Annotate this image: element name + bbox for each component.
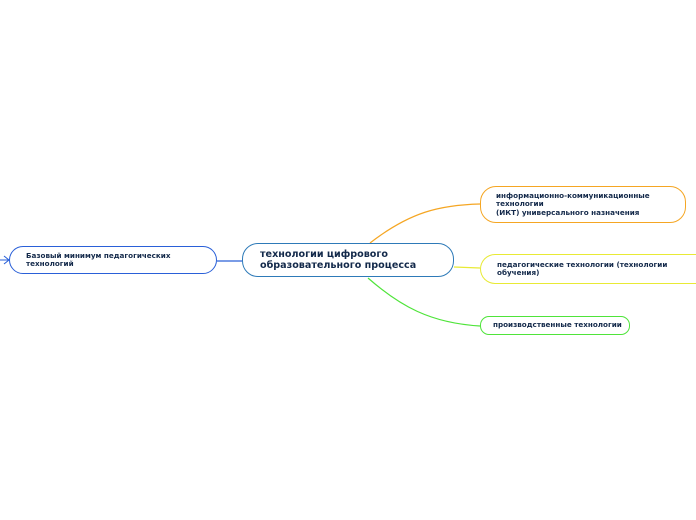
connector-ict <box>369 203 481 244</box>
topic-label-basic-minimum: Базовый минимум педагогических технологи… <box>26 250 171 268</box>
collapse-marker-icon[interactable] <box>0 255 10 265</box>
central-topic-node[interactable]: технологии цифрового образовательного пр… <box>242 243 454 277</box>
central-topic-label: технологии цифрового образовательного пр… <box>260 248 417 271</box>
topic-label-ict: информационно-коммуникационные технологи… <box>496 190 650 217</box>
topic-node-production-technologies[interactable]: производственные технологии <box>480 316 630 335</box>
topic-label-production-technologies: производственные технологии <box>493 320 622 330</box>
topic-node-pedagogical-technologies[interactable]: педагогические технологии (технологии об… <box>480 254 696 284</box>
topic-label-pedagogical-technologies: педагогические технологии (технологии об… <box>497 259 668 277</box>
connector-production <box>367 277 481 327</box>
topic-node-ict[interactable]: информационно-коммуникационные технологи… <box>480 186 686 223</box>
connector-pedagogical <box>453 266 481 269</box>
topic-node-basic-minimum[interactable]: Базовый минимум педагогических технологи… <box>9 246 217 274</box>
